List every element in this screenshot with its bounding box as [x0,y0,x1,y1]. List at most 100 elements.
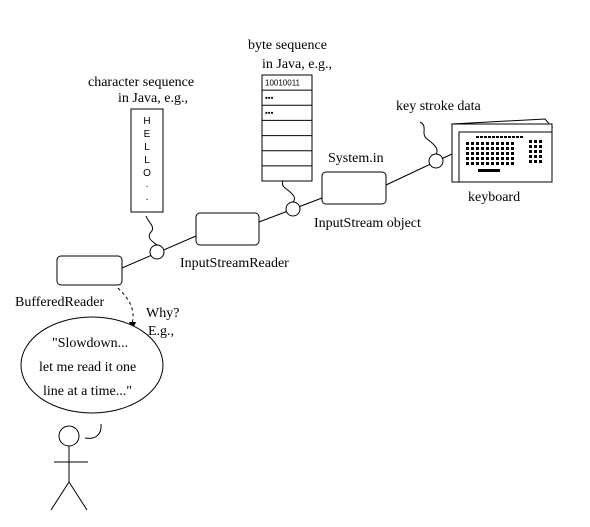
char-cell: O [143,168,151,179]
key [496,147,499,150]
key [476,157,479,160]
keyboard-label: keyboard [468,190,520,205]
key [516,136,519,138]
key [471,162,474,165]
char-sequence-column [130,108,164,213]
key [529,150,532,153]
key [466,147,469,150]
key [476,162,479,165]
key [491,147,494,150]
key [480,136,483,138]
key [501,147,504,150]
key [529,145,532,148]
key [481,147,484,150]
char-cell: L [144,155,150,166]
system-in-label: System.in [328,151,384,166]
speech-line-1: "Slowdown... [52,336,128,351]
key [534,140,537,143]
key [511,142,514,145]
speech-line-2: let me read it one [39,360,136,375]
key [506,157,509,160]
key [539,145,542,148]
key [496,152,499,155]
key [501,162,504,165]
keyboard-icon [450,118,554,183]
key [466,157,469,160]
char-cell: · [145,181,148,192]
key [511,152,514,155]
key [466,152,469,155]
key [500,136,503,138]
key [466,142,469,145]
key [520,136,523,138]
key [506,147,509,150]
key [496,162,499,165]
key [534,150,537,153]
inputstream-object-label: InputStream object [314,216,421,231]
key [481,162,484,165]
connector-circle [285,201,301,217]
key [511,162,514,165]
key [539,150,542,153]
key [539,155,542,158]
bufferedreader-box [56,255,123,286]
key [478,169,500,172]
key [506,142,509,145]
key [486,142,489,145]
person-icon [50,423,102,511]
key [492,136,495,138]
key [496,142,499,145]
key [486,147,489,150]
key [491,157,494,160]
squiggle [145,215,158,246]
char-seq-label-1: character sequence [88,75,194,90]
key [491,162,494,165]
key [539,140,542,143]
byte-cells: 10010011•••••• [262,78,312,167]
key [466,162,469,165]
key-stroke-label: key stroke data [396,99,482,114]
key [471,142,474,145]
key [476,152,479,155]
key [529,140,532,143]
key [486,162,489,165]
key [511,147,514,150]
key [471,147,474,150]
connector-circle [428,153,444,169]
key [501,152,504,155]
key [539,160,542,163]
key [506,162,509,165]
speech-line-3: line at a time..." [43,384,132,399]
byte-cell: 10010011 [265,78,301,87]
key [534,160,537,163]
key [506,152,509,155]
char-cell: · [145,194,148,205]
key [501,142,504,145]
key [504,136,507,138]
char-cell: L [144,142,150,153]
byte-seq-label-1: byte sequence [248,38,327,53]
key [529,160,532,163]
key [486,157,489,160]
key [476,136,479,138]
why-label: Why? [146,306,179,321]
speech-bubble [20,316,164,414]
inputstreamreader-label: InputStreamReader [180,256,289,271]
byte-seq-label-2: in Java, e.g., [262,57,332,72]
byte-sequence-table [261,74,313,182]
char-seq-label-2: in Java, e.g., [118,91,188,106]
key [476,142,479,145]
byte-cell: ••• [265,109,274,118]
keyboard-keys [466,136,542,172]
key [471,157,474,160]
bufferedreader-label: BufferedReader [15,295,104,310]
key [508,136,511,138]
key [488,136,491,138]
key [491,142,494,145]
key [481,142,484,145]
key [501,157,504,160]
system-in-box [321,171,387,205]
key [471,152,474,155]
key [496,157,499,160]
key [512,136,515,138]
